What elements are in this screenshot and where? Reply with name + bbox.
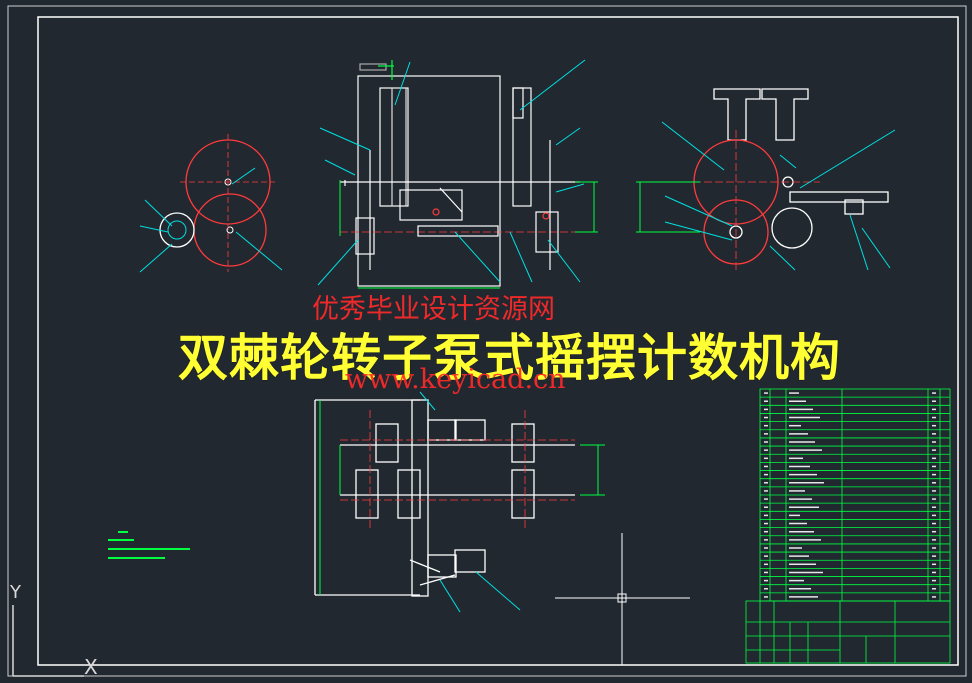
top-view [314, 399, 575, 597]
parts-list-table [759, 388, 951, 602]
front-view-dimensions [339, 180, 598, 289]
parts-list-text [764, 392, 936, 598]
front-view-leaders [317, 59, 586, 286]
leader-line [144, 199, 173, 227]
ucs-y-label: Y [9, 582, 22, 603]
leader-line [139, 225, 169, 233]
top-view-dimensions [319, 400, 605, 595]
top-view-leaders [419, 391, 521, 613]
sheet-outer-border [7, 5, 967, 677]
watermark-site-name: 优秀毕业设计资源网 [312, 294, 555, 325]
lower-gear-hub [226, 226, 234, 234]
watermark-url: www.keyicad.cn [345, 364, 566, 395]
leader-line [139, 243, 173, 273]
front-section-view [340, 60, 580, 287]
leader-line [231, 167, 256, 185]
gear-view-left [139, 134, 283, 273]
title-block [745, 600, 951, 664]
ucs-x-label: X [84, 655, 98, 679]
side-view-leaders [661, 121, 896, 271]
side-view-dimensions [636, 181, 700, 233]
sheet-inner-border [37, 16, 959, 666]
leader-line [235, 231, 283, 271]
cad-crosshair-icon[interactable] [555, 533, 690, 665]
technical-notes [108, 531, 190, 559]
drawing-title: 双棘轮转子泵式摇摆计数机构 [178, 329, 841, 387]
small-gear-rotor [159, 212, 195, 248]
side-view [660, 88, 889, 270]
large-gear-lower [193, 193, 267, 267]
ucs-axis-icon [12, 605, 84, 677]
small-gear-hub [167, 220, 187, 240]
